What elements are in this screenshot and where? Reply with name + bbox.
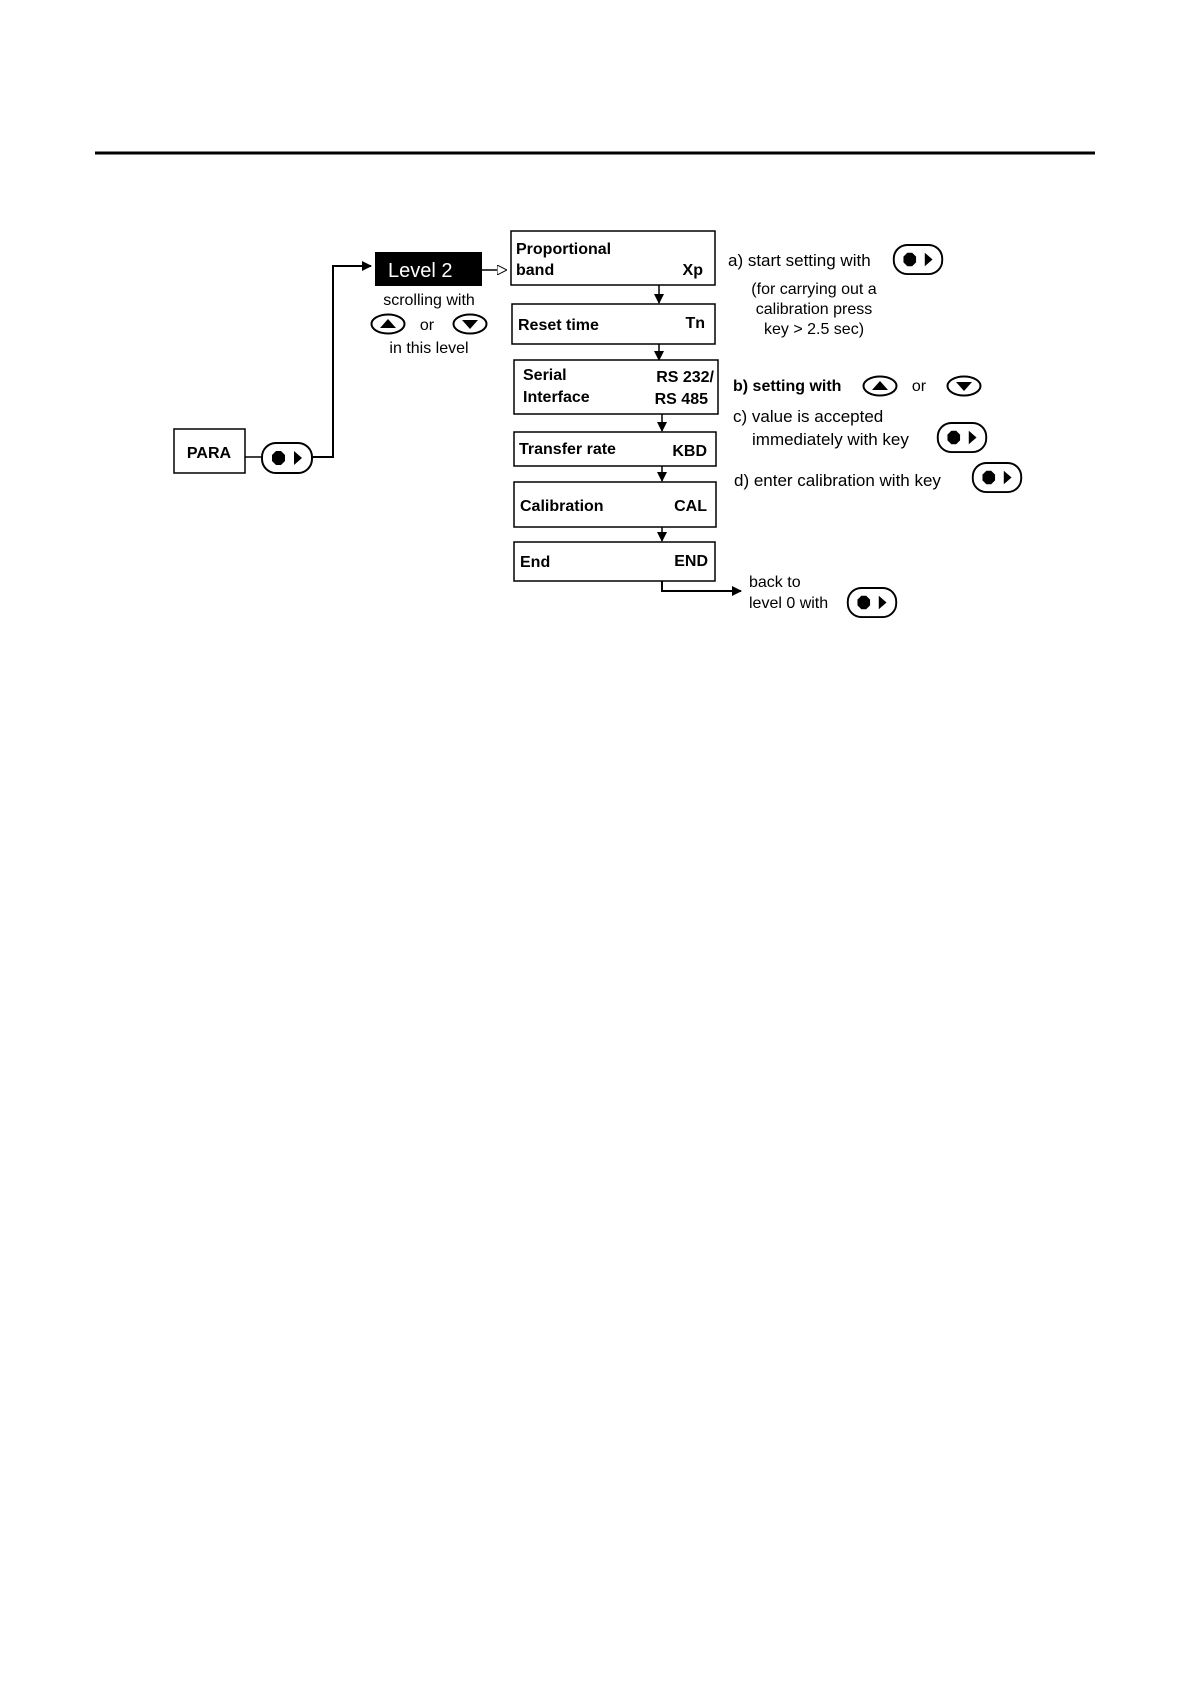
menu-item-code: RS 232/ <box>656 369 714 386</box>
menu-item-label: Transfer rate <box>519 441 616 458</box>
enter-key-icon <box>892 244 944 275</box>
menu-item-reset-time: Reset time Tn <box>511 303 716 345</box>
back-hint-line2: level 0 with <box>749 595 828 612</box>
level-2-box: Level 2 <box>375 252 482 286</box>
menu-item-code: CAL <box>674 498 707 515</box>
down-key-icon <box>946 375 982 397</box>
para-label: PARA <box>187 445 232 462</box>
menu-item-serial-interface: Serial Interface RS 232/ RS 485 <box>513 359 719 415</box>
menu-item-label: Calibration <box>520 498 604 515</box>
menu-item-label: Reset time <box>518 317 599 334</box>
enter-key-icon <box>971 462 1023 493</box>
enter-key-icon <box>261 442 313 474</box>
scroll-hint-or: or <box>420 317 435 334</box>
note-a-sub3: key > 2.5 sec) <box>764 321 864 338</box>
note-c-line1: c) value is accepted <box>733 407 883 426</box>
note-c-line2: immediately with key <box>752 430 909 449</box>
menu-item-label: End <box>520 554 550 571</box>
menu-item-label: Serial <box>523 367 567 384</box>
menu-item-label: Interface <box>523 389 590 406</box>
up-key-icon <box>370 313 406 335</box>
menu-item-label: band <box>516 262 554 279</box>
note-b-or: or <box>912 378 927 395</box>
note-a-sub2: calibration press <box>756 301 873 318</box>
menu-item-label: Proportional <box>516 241 611 258</box>
back-hint-line1: back to <box>749 574 801 591</box>
menu-item-calibration: Calibration CAL <box>513 481 717 528</box>
menu-item-proportional-band: Proportional band Xp <box>510 230 716 286</box>
note-d: d) enter calibration with key <box>734 471 941 490</box>
scroll-hint-line1: scrolling with <box>383 292 475 309</box>
menu-item-end: End END <box>513 541 716 582</box>
note-a-sub1: (for carrying out a <box>751 281 876 298</box>
enter-key-icon <box>936 422 988 453</box>
level-title: Level 2 <box>388 260 453 282</box>
up-key-icon <box>862 375 898 397</box>
down-key-icon <box>452 313 488 335</box>
menu-item-code: Xp <box>683 262 704 279</box>
note-a: a) start setting with <box>728 251 871 270</box>
para-box: PARA <box>173 428 246 474</box>
enter-key-icon <box>846 587 898 618</box>
menu-item-code: RS 485 <box>655 391 708 408</box>
menu-item-transfer-rate: Transfer rate KBD <box>513 431 717 467</box>
scroll-hint-line3: in this level <box>389 340 468 357</box>
note-b: b) setting with <box>733 378 841 395</box>
para-to-level-arrow <box>313 261 372 458</box>
menu-item-code: Tn <box>685 315 705 332</box>
back-arrow <box>661 581 742 596</box>
menu-item-code: KBD <box>672 443 707 460</box>
menu-item-code: END <box>674 553 708 570</box>
